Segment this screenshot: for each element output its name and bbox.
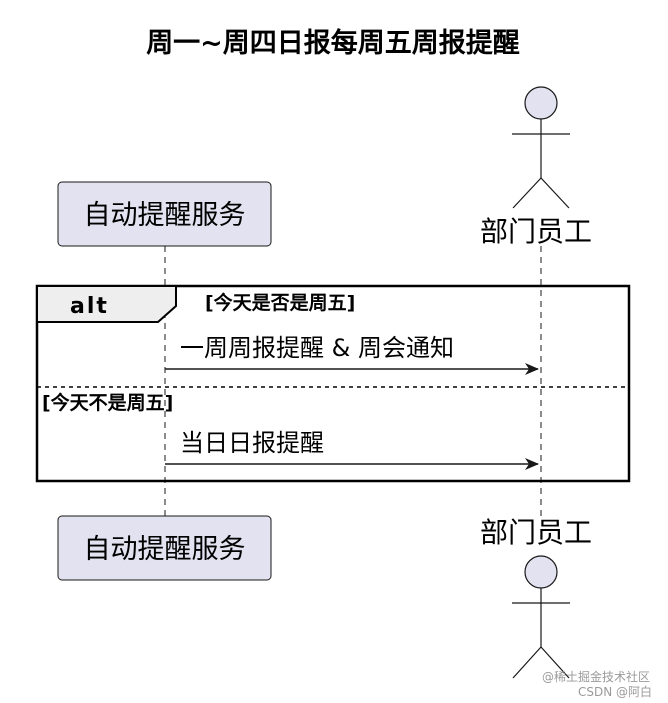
actor-staff-bottom-label: 部门员工: [480, 516, 592, 549]
message-friday-label: 一周周报提醒 & 周会通知: [180, 334, 454, 362]
diagram-title: 周一~周四日报每周五周报提醒: [146, 27, 520, 59]
participant-service-bottom: 自动提醒服务: [57, 515, 272, 581]
watermark-line1: @稀土掘金技术社区: [542, 669, 650, 684]
actor-staff-top: 部门员工: [480, 86, 592, 248]
participant-service-bottom-label: 自动提醒服务: [84, 534, 246, 565]
watermark-line2: CSDN @阿白: [578, 684, 652, 699]
participant-service-top-label: 自动提醒服务: [84, 200, 246, 231]
alt-header-tab: [36, 285, 177, 323]
actor-figure-icon: [512, 555, 570, 679]
alt-keyword: alt: [70, 294, 109, 319]
actor-figure-icon: [512, 86, 570, 209]
alt-fragment: alt [今天是否是周五] [今天不是周五]: [35, 284, 631, 483]
participant-service-top: 自动提醒服务: [57, 181, 272, 247]
alt-guard-if: [今天是否是周五]: [205, 291, 355, 314]
message-weekday-label: 当日日报提醒: [180, 429, 324, 457]
alt-guard-else: [今天不是周五]: [42, 391, 173, 414]
actor-staff-bottom: 部门员工: [480, 516, 592, 679]
actor-staff-top-label: 部门员工: [480, 215, 592, 248]
alt-frame: [35, 284, 631, 483]
